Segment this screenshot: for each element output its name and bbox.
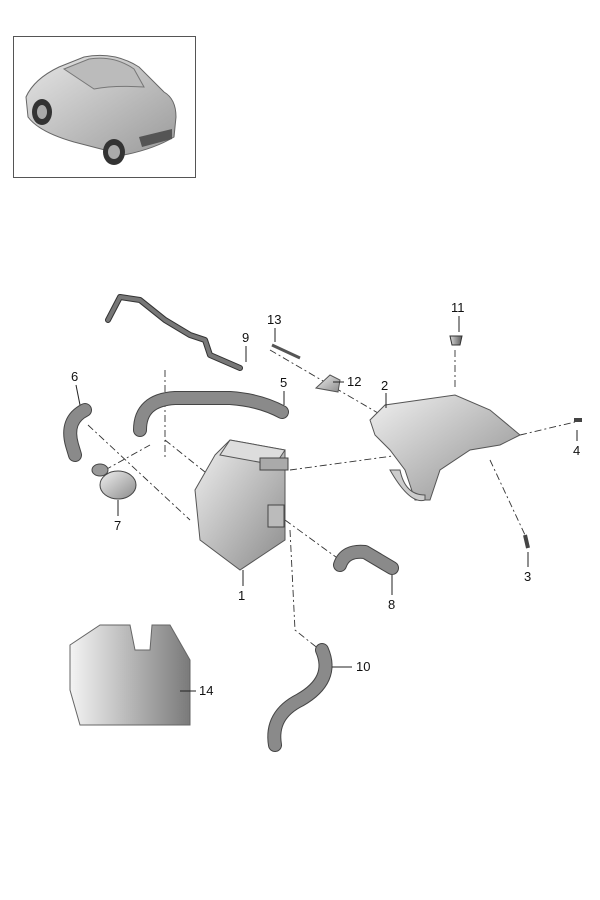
callout-14[interactable]: 14 [199,683,213,698]
vehicle-thumbnail [13,36,196,178]
part-8-hose [333,544,399,575]
part-2-bracket [369,394,521,502]
callout-2[interactable]: 2 [381,378,388,393]
part-13-stud [271,343,301,360]
callout-9[interactable]: 9 [242,330,249,345]
callout-12[interactable]: 12 [347,374,361,389]
callout-3[interactable]: 3 [524,569,531,584]
callout-13[interactable]: 13 [267,312,281,327]
part-14-heat-shield [69,624,191,726]
part-10-hose [267,643,333,752]
part-9-pipe [105,294,243,371]
callout-10[interactable]: 10 [356,659,370,674]
leader-lines [75,316,578,692]
part-11-clip [449,335,463,346]
callout-4[interactable]: 4 [573,443,580,458]
part-6-elbow [63,403,92,462]
callout-6[interactable]: 6 [71,369,78,384]
part-3-bolt [523,534,530,549]
callout-11[interactable]: 11 [451,300,465,315]
part-12-bracket [314,374,341,393]
part-7-pump [91,463,137,500]
part-1-heater [194,439,289,571]
callout-7[interactable]: 7 [114,518,121,533]
part-5-hose [133,391,289,437]
callout-5[interactable]: 5 [280,375,287,390]
car-icon [25,54,177,165]
callout-8[interactable]: 8 [388,597,395,612]
callout-1[interactable]: 1 [238,588,245,603]
